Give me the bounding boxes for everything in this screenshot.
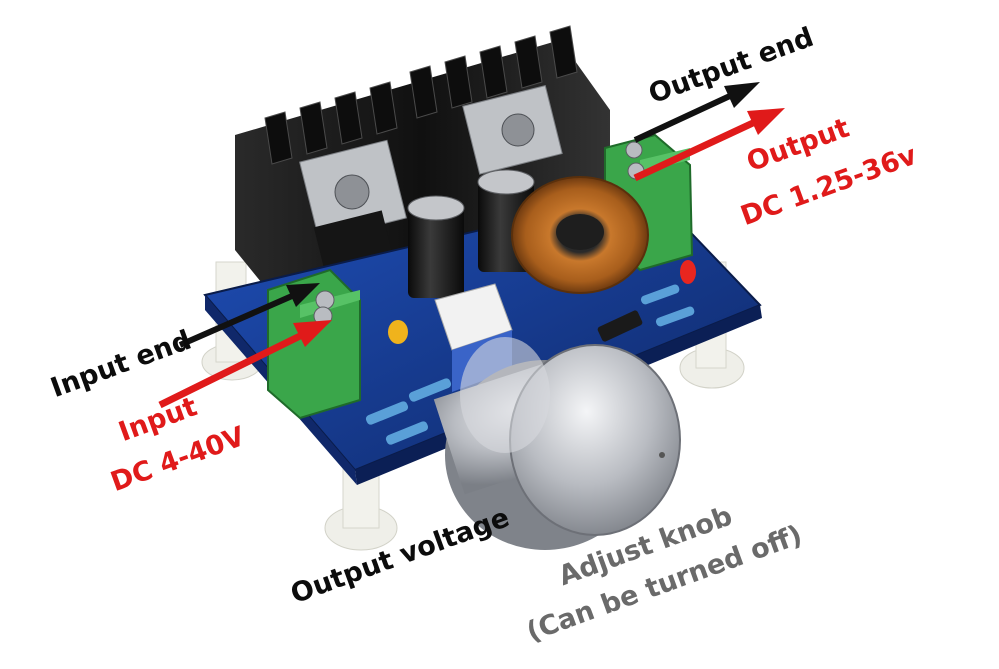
output-arrow-icon — [747, 108, 785, 135]
knob — [433, 337, 681, 550]
inductor — [511, 176, 649, 294]
input-end-arrow-icon — [286, 283, 320, 307]
input-arrow-icon — [293, 320, 332, 347]
output-end-arrow-icon — [724, 82, 760, 108]
arrows — [158, 82, 785, 409]
resistors — [365, 260, 696, 445]
input-terminal — [267, 268, 361, 420]
